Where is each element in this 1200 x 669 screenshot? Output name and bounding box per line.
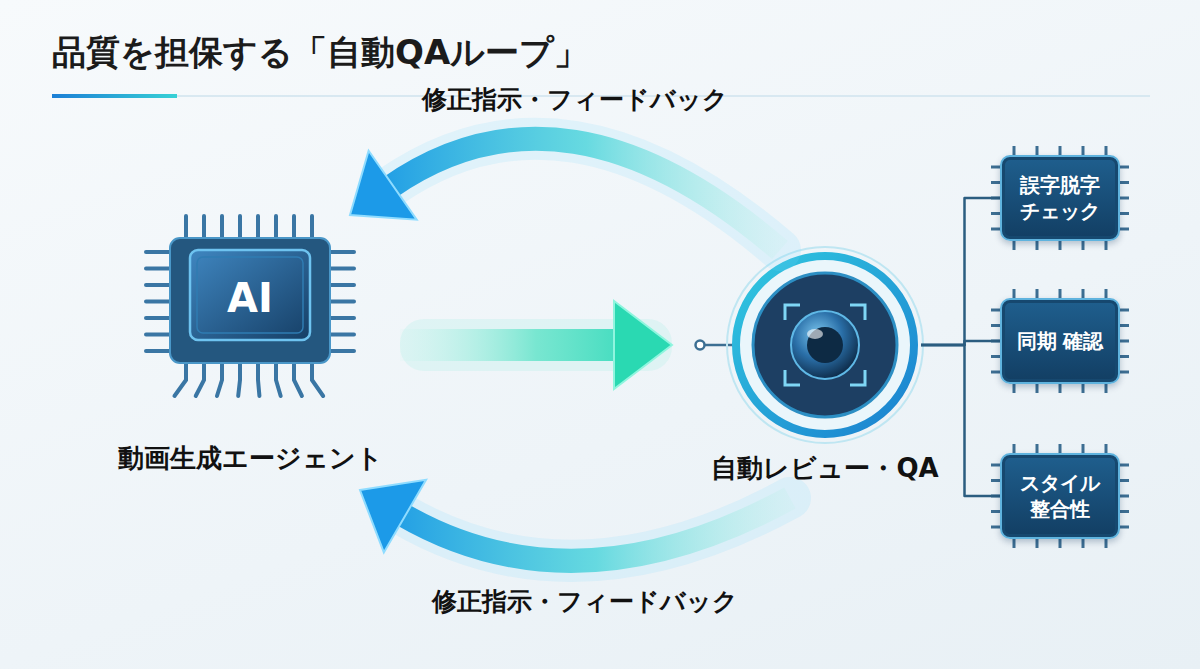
lens: [791, 311, 859, 379]
pin: [294, 361, 302, 396]
chip-text: AI: [200, 275, 300, 321]
check-chip: 同期 確認: [1000, 298, 1120, 384]
chip-base: [170, 238, 330, 363]
chip-inner: [197, 257, 303, 333]
camera-body: [753, 273, 897, 417]
arrowhead: [350, 151, 417, 220]
chip-pins: [146, 216, 354, 396]
pin: [238, 361, 240, 396]
pin: [328, 349, 354, 353]
pin: [312, 361, 323, 396]
chip-text: 同期 確認: [1008, 328, 1112, 354]
pin: [256, 216, 260, 240]
title: 品質を担保する「自動QAループ」: [52, 30, 588, 76]
arrowhead: [360, 480, 426, 553]
pin: [202, 216, 206, 240]
chip-text: 誤字脱字 チェック: [1008, 172, 1112, 224]
feedback-arrow: [350, 139, 780, 250]
lens-core: [807, 327, 843, 363]
pin: [174, 361, 186, 396]
arrow-body: [389, 139, 780, 250]
node-label: 自動レビュー・QA: [710, 450, 940, 486]
accent-bar: [52, 94, 177, 98]
lead-line: [702, 344, 733, 347]
arrow-glow: [389, 139, 780, 250]
arrowhead: [614, 301, 672, 389]
pin: [146, 250, 172, 254]
check-chip: 誤字脱字 チェック: [1000, 155, 1120, 241]
edge-label: 修正指示・フィードバック: [426, 585, 744, 618]
wire-line: [921, 198, 1000, 345]
pin: [146, 283, 172, 287]
ai-chip: [146, 216, 354, 396]
lens-highlight: [807, 329, 823, 339]
pin: [274, 216, 278, 240]
pin: [310, 216, 314, 240]
pin: [258, 361, 259, 396]
pin: [292, 216, 296, 240]
outer-ring: [727, 247, 923, 443]
pin: [328, 283, 354, 287]
pin: [328, 250, 354, 254]
pin: [146, 316, 172, 320]
pin: [276, 361, 281, 396]
lead-dot: [696, 341, 705, 350]
pin: [328, 333, 354, 337]
pin: [328, 300, 354, 304]
pin: [146, 300, 172, 304]
check-chip: スタイル 整合性: [1000, 453, 1120, 539]
wire: [921, 198, 1000, 345]
pin: [328, 267, 354, 271]
review-camera: 自動レビュー・QA: [710, 250, 940, 490]
ring: [736, 256, 914, 434]
arrow-body: [401, 498, 790, 561]
node-label: 動画生成エージェント: [100, 440, 400, 476]
pin: [220, 216, 224, 240]
camera-icon: [696, 247, 924, 443]
pin: [146, 267, 172, 271]
arrow-body: [400, 329, 616, 361]
edge-label: 修正指示・フィードバック: [416, 83, 734, 116]
feedback-arrow: [360, 480, 790, 561]
arrow-glow: [401, 498, 790, 561]
pin: [146, 349, 172, 353]
pin: [146, 333, 172, 337]
pin: [217, 361, 222, 396]
pin: [238, 216, 242, 240]
feedback-arrow: [400, 301, 672, 389]
chip-pins: [991, 146, 1129, 548]
pin: [328, 316, 354, 320]
agent-chip: AI 動画生成エージェント: [100, 215, 400, 480]
focus-brackets: [785, 305, 865, 385]
chip-text: スタイル 整合性: [1008, 470, 1112, 522]
pin: [196, 361, 204, 396]
pin: [184, 216, 188, 240]
chip-top: [190, 250, 310, 340]
